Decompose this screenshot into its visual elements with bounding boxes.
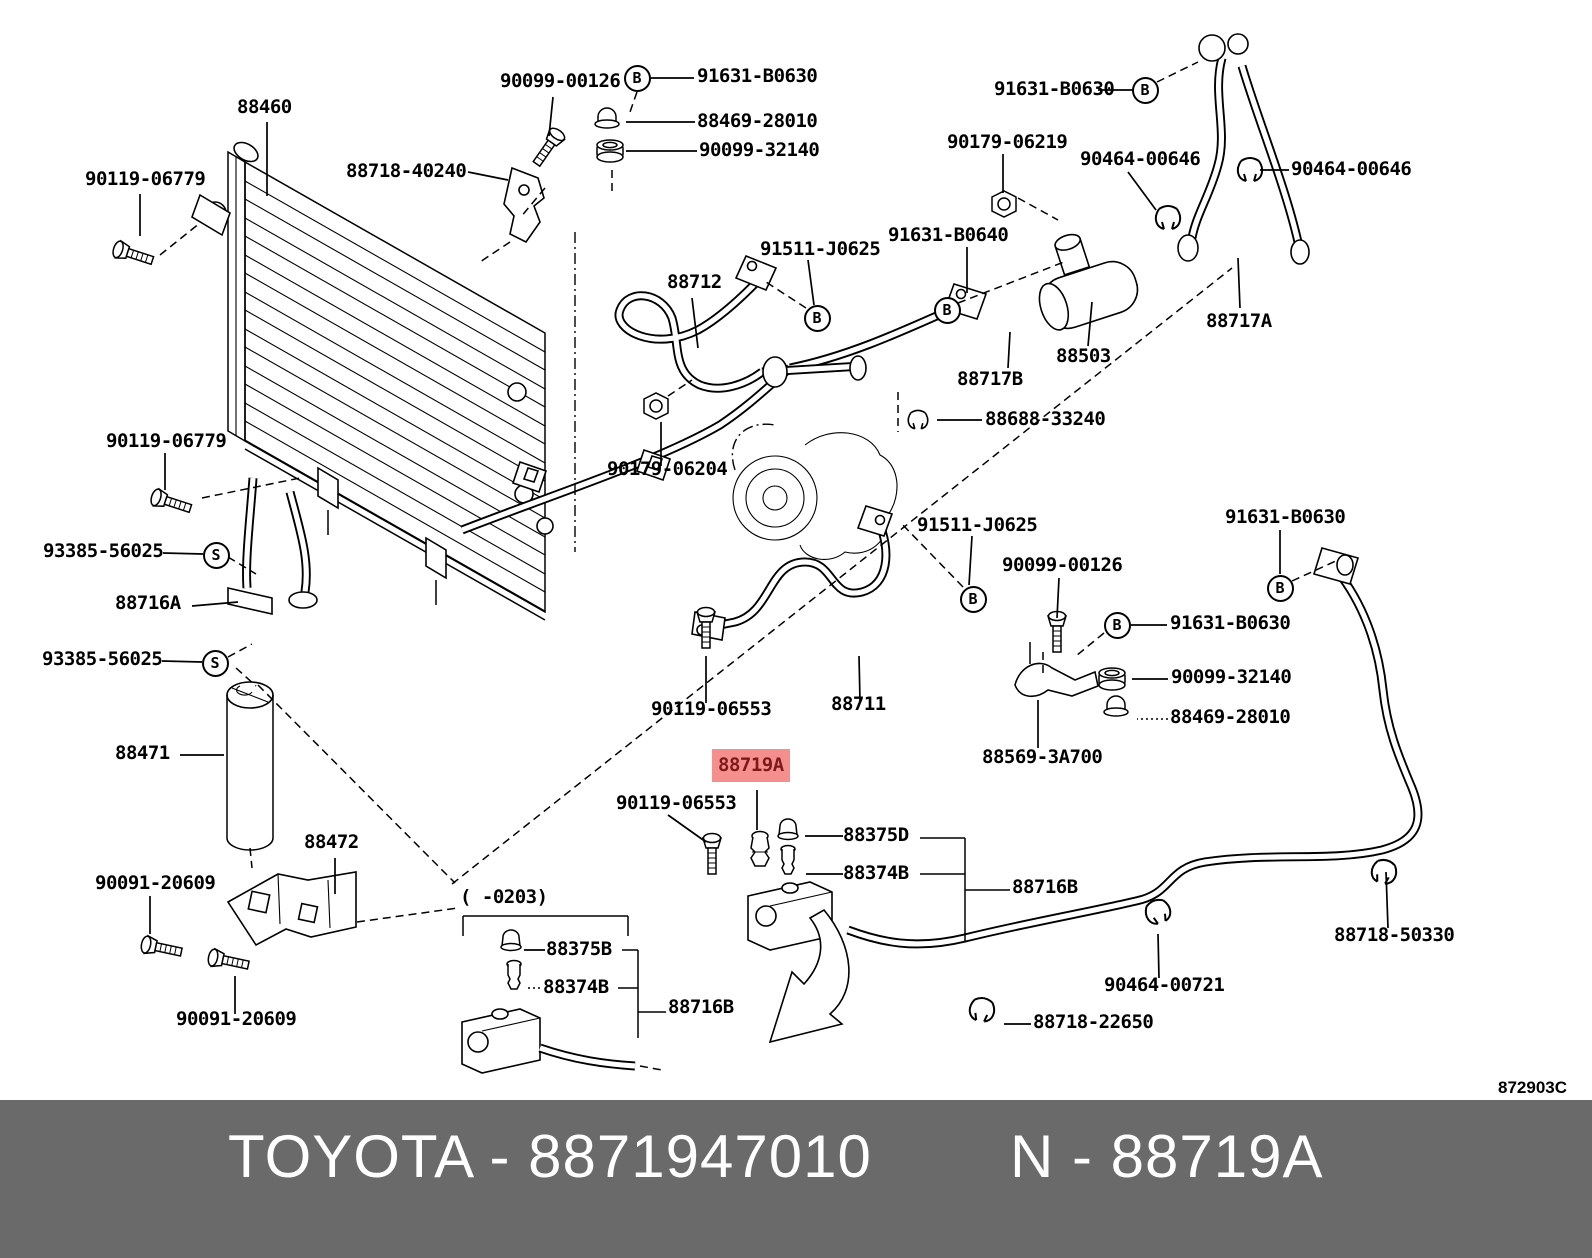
grouping-brackets xyxy=(462,837,1010,1038)
part-label-88716b: 88716B xyxy=(1012,876,1078,898)
part-label-9017906204: 90179-06204 xyxy=(607,458,728,480)
bracket-88569 xyxy=(1014,642,1099,698)
callout-b-circle: B xyxy=(933,296,961,324)
part-label-91631b0630: 91631-B0630 xyxy=(1170,612,1291,634)
part-label-9009932140: 90099-32140 xyxy=(699,139,820,161)
part-label-8846928010: 88469-28010 xyxy=(1170,706,1291,728)
part-label-88712: 88712 xyxy=(667,271,722,293)
part-label-88717a: 88717A xyxy=(1206,310,1272,332)
part-label-88375d: 88375D xyxy=(843,824,909,846)
pipe-88716a xyxy=(227,477,318,616)
part-label-88717b: 88717B xyxy=(957,368,1023,390)
footer-part-code: N - 88719A xyxy=(1010,1123,1324,1190)
callout-b-circle: B xyxy=(623,64,651,92)
part-label-0203: ( -0203) xyxy=(460,886,548,908)
part-label-88374b: 88374B xyxy=(843,862,909,884)
footer-part-number: TOYOTA - 8871947010 xyxy=(228,1123,872,1190)
condenser-88460 xyxy=(191,141,554,621)
part-label-91631b0630: 91631-B0630 xyxy=(994,78,1115,100)
hose-88711 xyxy=(691,505,894,641)
part-label-88716b: 88716B xyxy=(668,996,734,1018)
bracket-88472 xyxy=(226,871,357,947)
part-label-9017906219: 90179-06219 xyxy=(947,131,1068,153)
part-label-9338556025: 93385-56025 xyxy=(42,648,163,670)
part-label-9011906779: 90119-06779 xyxy=(85,168,206,190)
part-label-88460: 88460 xyxy=(237,96,292,118)
part-label-9009900126: 90099-00126 xyxy=(1002,554,1123,576)
part-label-88374b: 88374B xyxy=(543,976,609,998)
part-label-88719a: 88719A xyxy=(712,749,790,782)
part-label-9009120609: 90091-20609 xyxy=(176,1008,297,1030)
direction-arrow xyxy=(768,908,850,1044)
leader-lines xyxy=(139,77,1389,1025)
part-label-8846928010: 88469-28010 xyxy=(697,110,818,132)
bracket-88718-40240 xyxy=(503,166,545,244)
part-label-9046400721: 90464-00721 xyxy=(1104,974,1225,996)
valve-assembly-left-88716b xyxy=(461,1008,663,1074)
pipe-88717b xyxy=(460,283,988,535)
part-label-91511j0625: 91511-J0625 xyxy=(917,514,1038,536)
part-label-9009900126: 90099-00126 xyxy=(500,70,621,92)
hose-88712 xyxy=(614,254,867,393)
part-label-88472: 88472 xyxy=(304,831,359,853)
callout-s-circle: S xyxy=(201,649,229,677)
callout-b-circle: B xyxy=(1266,574,1294,602)
callout-s-circle: S xyxy=(202,541,230,569)
drawing-number: 872903C xyxy=(1498,1078,1568,1097)
part-label-8868833240: 88688-33240 xyxy=(985,408,1106,430)
valve-assembly-right-88716b xyxy=(747,881,833,951)
part-label-9009932140: 90099-32140 xyxy=(1171,666,1292,688)
part-label-91631b0630: 91631-B0630 xyxy=(1225,506,1346,528)
part-label-9009120609: 90091-20609 xyxy=(95,872,216,894)
part-label-91511j0625: 91511-J0625 xyxy=(760,238,881,260)
part-label-91631b0640: 91631-B0640 xyxy=(888,224,1009,246)
rear-pipe-88716b xyxy=(846,547,1423,949)
part-label-88375b: 88375B xyxy=(546,938,612,960)
callout-b-circle: B xyxy=(1131,76,1159,104)
accumulator-88503 xyxy=(1038,233,1139,331)
callout-b-circle: B xyxy=(1103,611,1131,639)
part-label-88503: 88503 xyxy=(1056,345,1111,367)
compressor xyxy=(731,423,898,561)
receiver-drier-88471 xyxy=(226,681,274,851)
diagram-line-art xyxy=(110,33,1423,1074)
part-label-88711: 88711 xyxy=(831,693,886,715)
callout-b-circle: B xyxy=(959,585,987,613)
part-label-9011906553: 90119-06553 xyxy=(651,698,772,720)
footer-banner: TOYOTA - 8871947010 N - 88719A xyxy=(0,1100,1592,1258)
part-label-9046400646: 90464-00646 xyxy=(1291,158,1412,180)
callout-b-circle: B xyxy=(803,304,831,332)
part-label-9011906779: 90119-06779 xyxy=(106,430,227,452)
part-label-9011906553: 90119-06553 xyxy=(616,792,737,814)
part-label-88471: 88471 xyxy=(115,742,170,764)
part-label-91631b0630: 91631-B0630 xyxy=(697,65,818,87)
part-label-9338556025: 93385-56025 xyxy=(43,540,164,562)
pipe-88717a xyxy=(1177,33,1310,265)
dashed-reference-lines xyxy=(159,61,1339,923)
part-label-88716a: 88716A xyxy=(115,592,181,614)
part-label-885693a700: 88569-3A700 xyxy=(982,746,1103,768)
part-label-8871840240: 88718-40240 xyxy=(346,160,467,182)
part-label-9046400646: 90464-00646 xyxy=(1080,148,1201,170)
part-label-8871822650: 88718-22650 xyxy=(1033,1011,1154,1033)
part-label-8871850330: 88718-50330 xyxy=(1334,924,1455,946)
